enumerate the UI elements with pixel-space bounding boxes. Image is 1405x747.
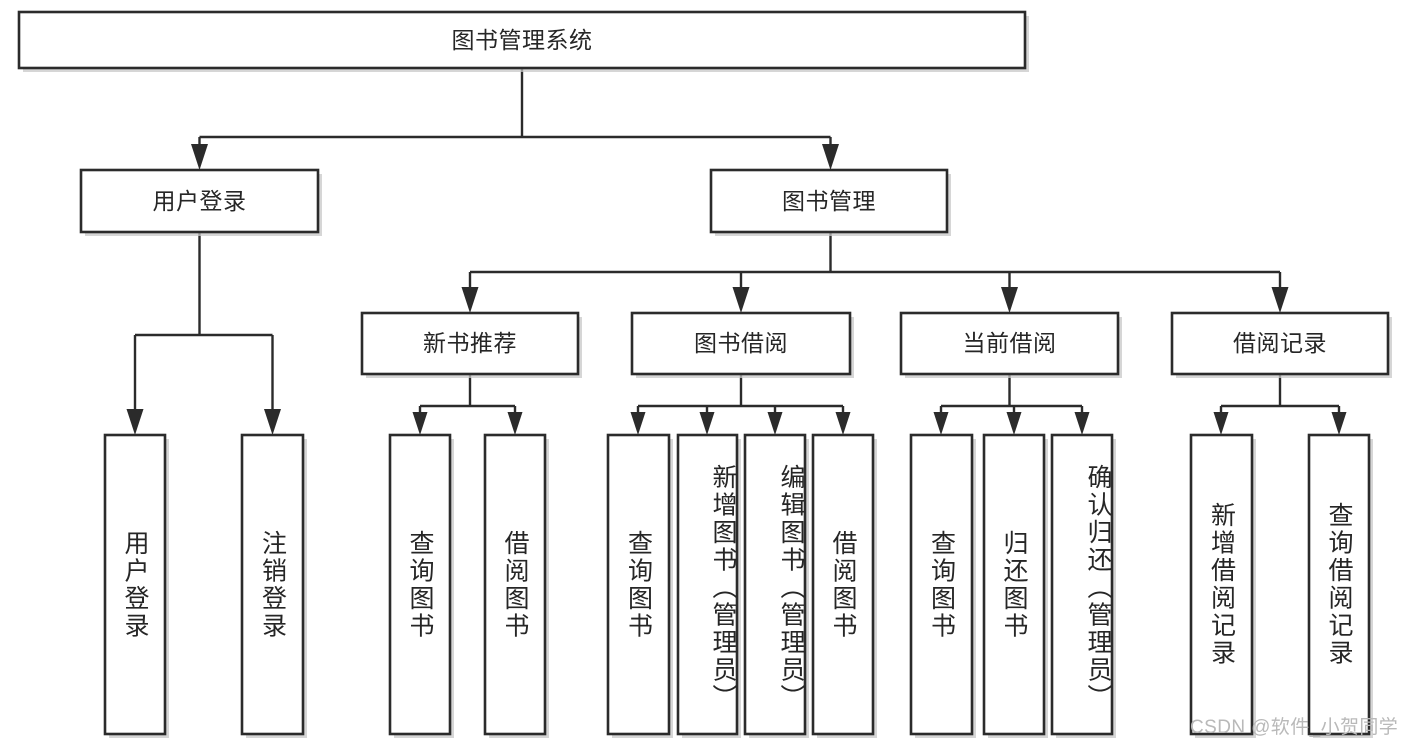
arrow-to-leaf-confirm-return-admin (1074, 412, 1090, 435)
leaf-query-book-3-rect[interactable] (909, 433, 974, 736)
book-borrow-rect[interactable] (630, 311, 852, 376)
arrow-to-leaf-query-borrow-record (1331, 412, 1347, 435)
leaf-return-book-rect[interactable] (982, 433, 1046, 736)
arrow-to-leaf-query-book-1 (412, 412, 428, 435)
connector-group-book-management (461, 232, 1289, 313)
arrow-to-book-management (822, 144, 839, 170)
arrow-to-leaf-query-book-3 (933, 412, 949, 435)
leaf-user-login-rect[interactable] (103, 433, 167, 736)
connector-group-user-login (126, 232, 281, 435)
arrow-to-leaf-return-book (1006, 412, 1022, 435)
arrow-to-leaf-borrow-book-2 (835, 412, 851, 435)
leaf-borrow-book-2-rect[interactable] (811, 433, 875, 736)
arrow-to-leaf-add-borrow-record (1213, 412, 1229, 435)
leaf-confirm-return-admin-rect[interactable] (1050, 433, 1114, 736)
connector-group-borrow-record (1213, 374, 1347, 435)
arrow-to-leaf-add-book-admin (699, 412, 715, 435)
leaf-edit-book-admin-rect[interactable] (743, 433, 807, 736)
arrow-to-book-borrow (732, 287, 750, 313)
arrow-to-leaf-borrow-book-1 (507, 412, 523, 435)
leaf-add-borrow-record-rect[interactable] (1189, 433, 1254, 736)
node-rect-group (17, 10, 1392, 738)
arrow-to-current-borrow (1001, 287, 1018, 313)
leaf-logout-login-rect[interactable] (240, 433, 305, 736)
connector-group-book-borrow (630, 374, 851, 435)
connector-group-root (191, 68, 839, 170)
leaf-query-borrow-record-rect[interactable] (1307, 433, 1371, 736)
arrow-to-leaf-edit-book-admin (767, 412, 783, 435)
connector-group-new-book-recommend (412, 374, 523, 435)
arrow-to-leaf-logout-login (264, 409, 281, 435)
leaf-add-book-admin-rect[interactable] (676, 433, 739, 736)
arrow-to-user-login (191, 144, 208, 170)
user-login-rect[interactable] (79, 168, 320, 234)
borrow-record-rect[interactable] (1170, 311, 1390, 376)
leaf-query-book-2-rect[interactable] (606, 433, 671, 736)
arrow-to-leaf-query-book-2 (630, 412, 646, 435)
arrow-to-new-book-recommend (461, 287, 479, 313)
leaf-borrow-book-1-rect[interactable] (483, 433, 547, 736)
root-node-rect[interactable] (17, 10, 1027, 70)
leaf-query-book-1-rect[interactable] (388, 433, 452, 736)
current-borrow-rect[interactable] (899, 311, 1120, 376)
new-book-recommend-rect[interactable] (360, 311, 580, 376)
arrow-to-borrow-record (1271, 287, 1289, 313)
connector-group-current-borrow (933, 374, 1090, 435)
arrow-to-leaf-user-login (126, 409, 144, 435)
book-management-rect[interactable] (709, 168, 949, 234)
